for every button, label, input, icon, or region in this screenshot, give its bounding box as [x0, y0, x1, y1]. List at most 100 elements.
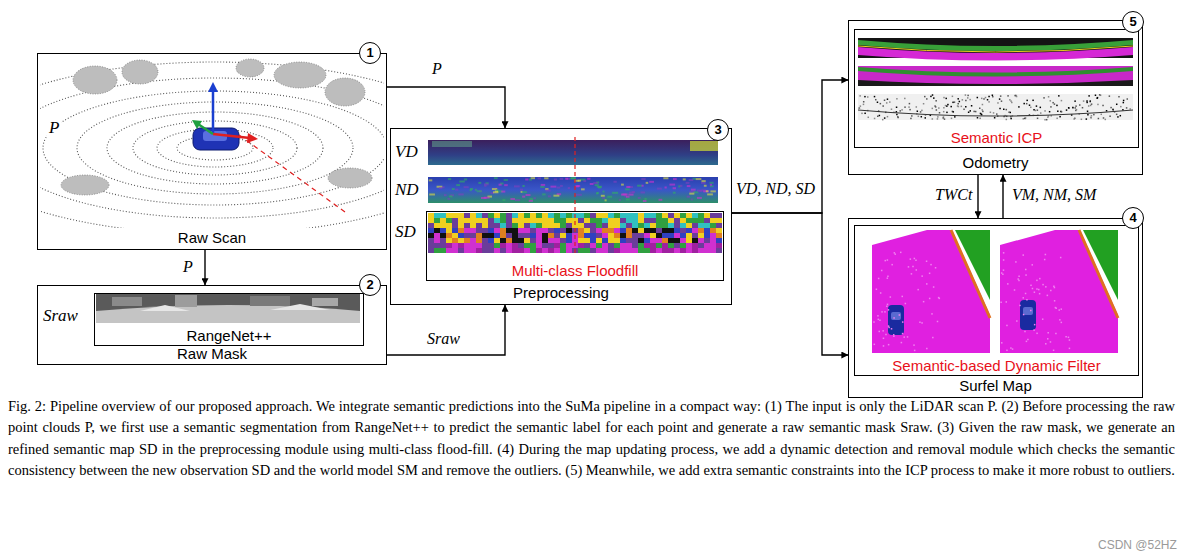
map-strip	[950, 106, 952, 108]
range-image	[476, 228, 482, 233]
surfel-panel	[1068, 337, 1070, 339]
map-strip	[882, 105, 884, 107]
surfel-panel	[901, 342, 903, 344]
range-image	[488, 243, 494, 248]
surfel-panel	[1020, 300, 1036, 330]
range-image	[626, 196, 630, 198]
range-image	[628, 194, 633, 196]
range-image	[432, 141, 472, 147]
range-image	[590, 243, 596, 248]
range-image	[270, 304, 330, 310]
range-image	[692, 218, 698, 223]
range-image	[674, 238, 680, 243]
point-cloud	[77, 102, 353, 194]
map-strip	[921, 110, 923, 112]
surfel-panel	[1047, 338, 1049, 340]
map-strip	[992, 96, 994, 98]
range-image	[656, 238, 662, 243]
method-label: Semantic ICP	[951, 129, 1043, 146]
map-strip	[961, 106, 963, 108]
surfel-panel	[900, 252, 902, 254]
range-image	[649, 181, 654, 183]
range-image	[506, 223, 512, 228]
map-strip	[1003, 109, 1005, 111]
range-image	[459, 181, 464, 183]
range-image	[560, 228, 566, 233]
range-image	[560, 178, 564, 180]
map-strip	[1098, 118, 1100, 120]
range-image	[447, 198, 450, 200]
range-image	[545, 190, 550, 192]
range-image	[710, 233, 716, 238]
range-image	[512, 243, 518, 248]
range-image	[250, 296, 290, 306]
map-strip	[959, 101, 961, 103]
surfel-panel	[885, 334, 887, 336]
range-image	[602, 228, 608, 233]
map-strip	[911, 115, 913, 117]
range-image	[716, 243, 722, 248]
range-image	[548, 218, 554, 223]
surfel-panel	[1055, 307, 1057, 309]
range-image	[576, 185, 580, 187]
range-image	[488, 233, 494, 238]
surfel-panel	[879, 320, 881, 322]
map-strip	[963, 109, 965, 111]
range-image	[554, 213, 560, 218]
map-strip	[1074, 100, 1076, 102]
surfel-panel	[1015, 261, 1017, 263]
map-strip	[897, 116, 899, 118]
range-image	[514, 185, 520, 187]
surfel-panel	[914, 258, 916, 260]
range-image	[506, 243, 512, 248]
range-image	[668, 228, 674, 233]
range-image	[620, 238, 626, 243]
range-image	[470, 213, 476, 218]
map-strip	[1110, 107, 1112, 109]
surfel-panel	[887, 276, 889, 278]
range-image	[644, 238, 650, 243]
range-image	[571, 177, 576, 179]
range-image	[530, 238, 536, 243]
map-strip	[924, 96, 926, 98]
range-image	[608, 223, 614, 228]
range-image	[548, 248, 554, 253]
range-image	[602, 197, 605, 199]
figure-caption: Fig. 2: Pipeline overview of our propose…	[8, 396, 1175, 482]
range-image	[506, 228, 512, 233]
range-image	[584, 228, 590, 233]
surfel-panel	[1069, 339, 1071, 341]
surfel-panel	[923, 301, 925, 303]
range-image	[484, 197, 490, 199]
range-image	[704, 248, 710, 253]
surfel-panel	[883, 338, 885, 340]
range-image	[704, 185, 707, 187]
range-image	[659, 199, 663, 201]
surfel-panel	[911, 273, 913, 275]
range-image	[529, 179, 532, 181]
map-strip	[867, 96, 869, 98]
range-image	[644, 213, 650, 218]
surfel-panel	[914, 350, 916, 352]
range-image	[650, 233, 656, 238]
surfel-panel	[937, 321, 939, 323]
map-strip	[1026, 103, 1028, 105]
range-image	[710, 213, 716, 218]
range-image	[536, 223, 542, 228]
range-image	[680, 185, 683, 187]
range-image	[574, 137, 575, 255]
range-image	[494, 223, 500, 228]
map-strip	[930, 96, 932, 98]
surfel-panel	[1026, 341, 1028, 343]
range-image	[512, 228, 518, 233]
range-image	[716, 223, 722, 228]
range-image	[434, 248, 440, 253]
range-image	[668, 248, 674, 253]
range-image	[608, 228, 614, 233]
range-image	[476, 218, 482, 223]
surfel-panel	[881, 270, 883, 272]
range-image	[500, 218, 506, 223]
range-image	[446, 248, 452, 253]
range-image	[650, 243, 656, 248]
range-image	[446, 233, 452, 238]
